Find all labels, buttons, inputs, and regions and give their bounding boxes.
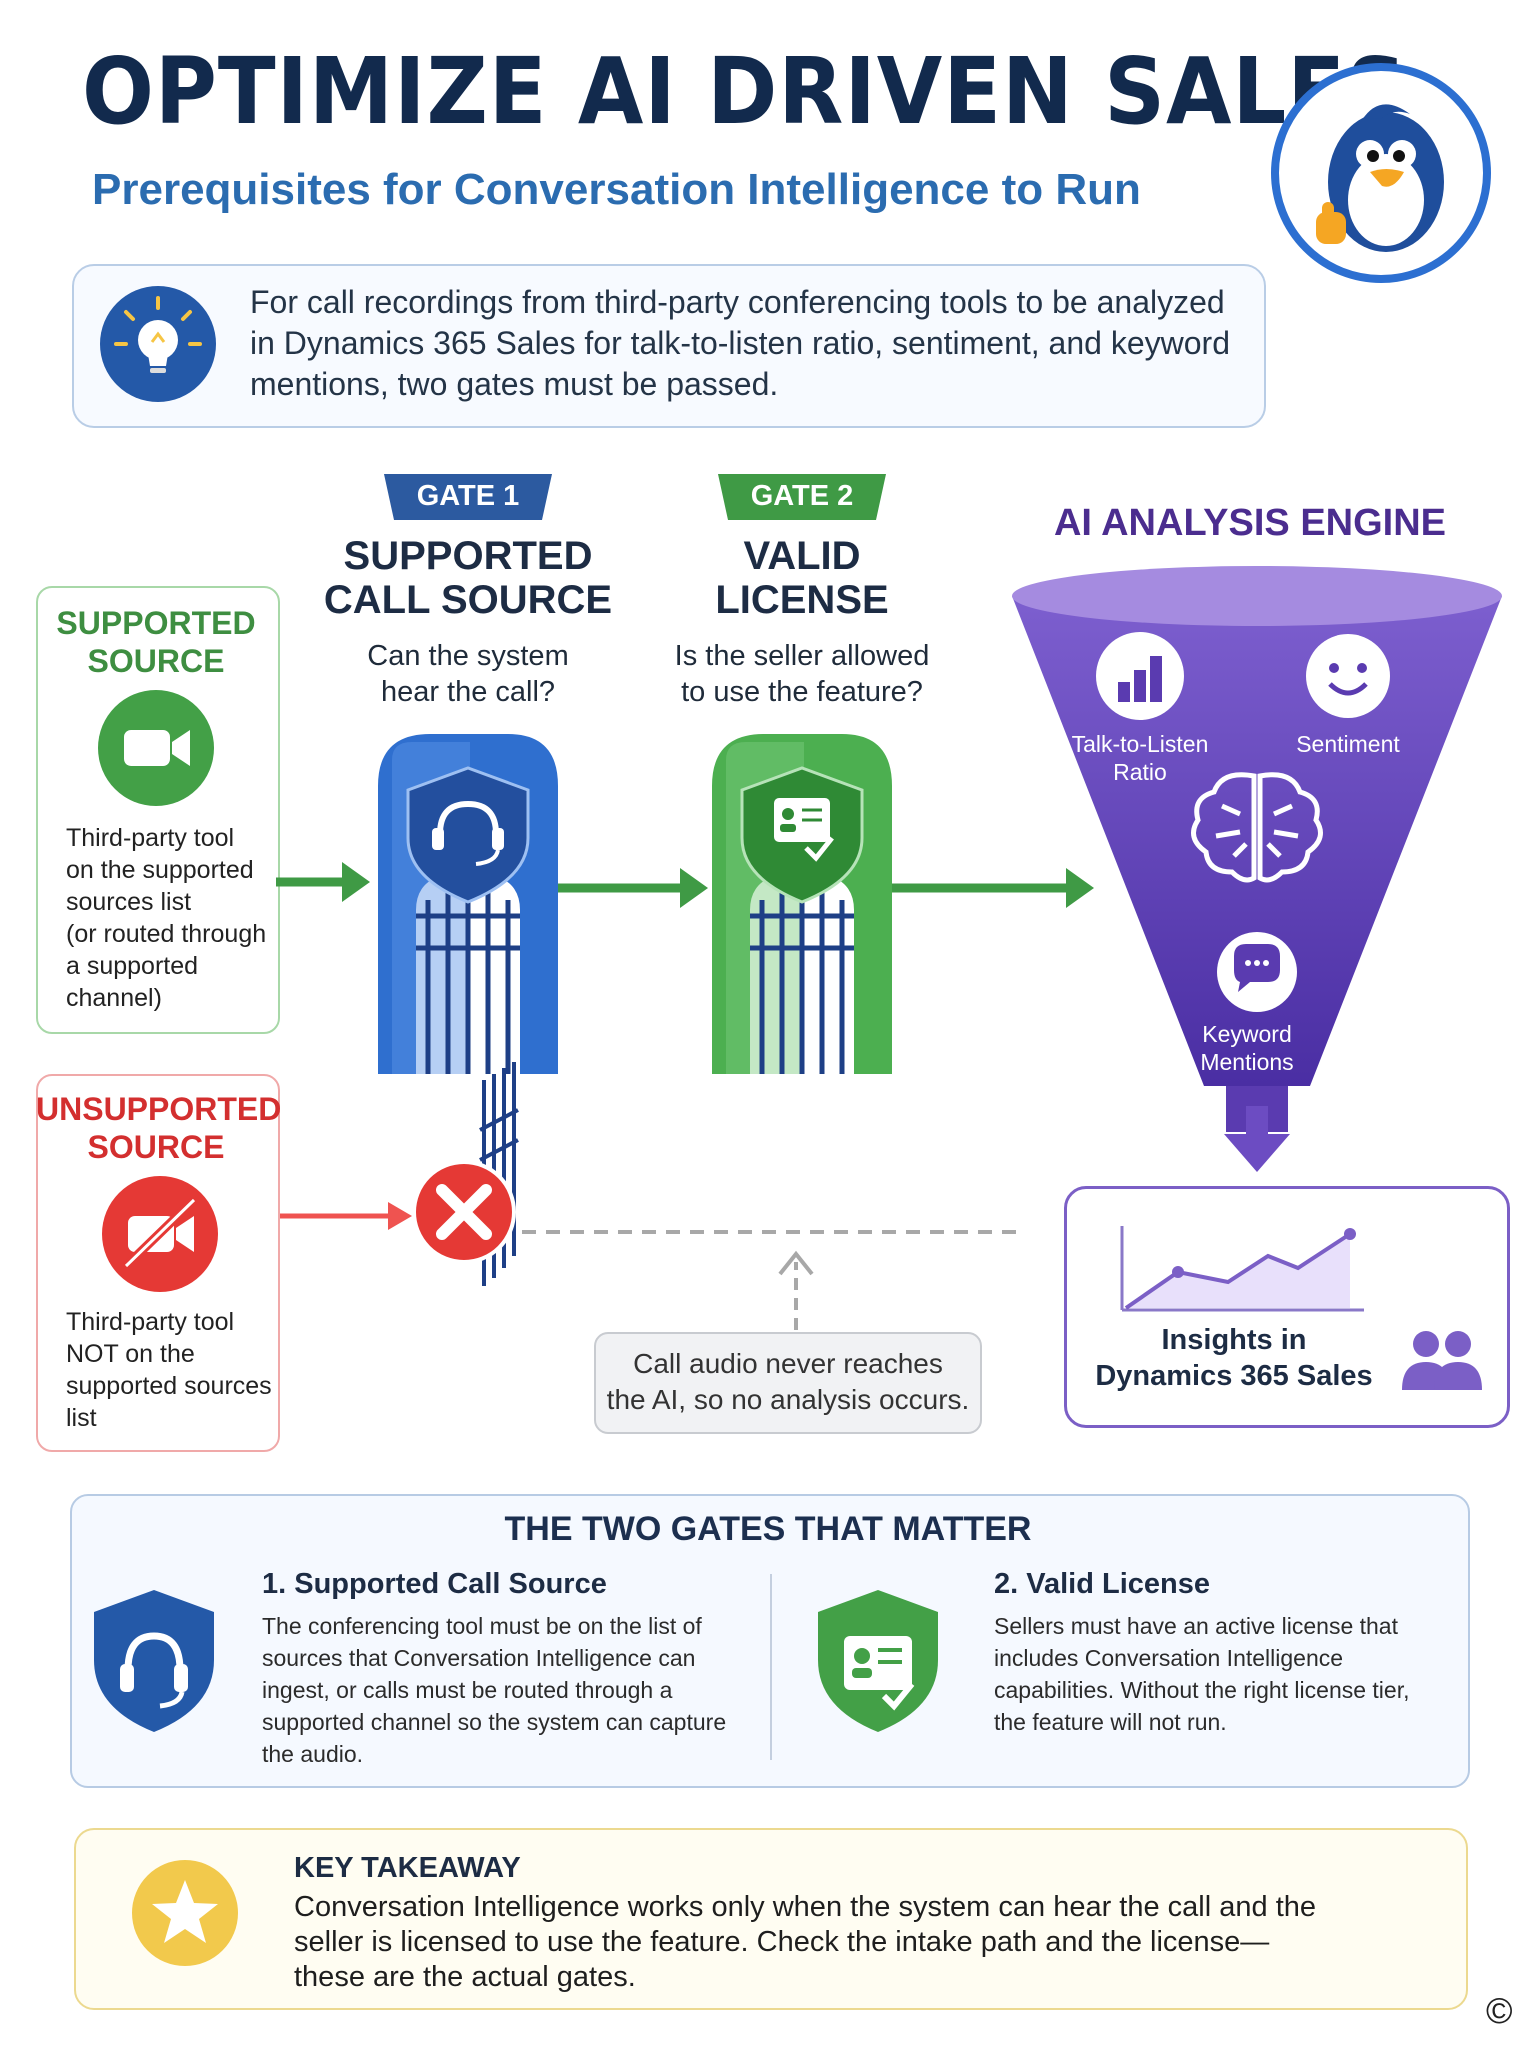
trend-line-chart-icon xyxy=(1120,1226,1364,1312)
gates-summary-heading: THE TWO GATES THAT MATTER xyxy=(504,1510,1032,1548)
video-camera-icon xyxy=(98,690,214,806)
gate1-summary-title: 1. Supported Call Source xyxy=(262,1568,607,1600)
intro-text: For call recordings from third-party con… xyxy=(250,284,1230,402)
supported-title-line2: SOURCE xyxy=(87,643,225,679)
gate1-question-line1: Can the system xyxy=(367,640,569,672)
penguin-mascot-logo xyxy=(1271,63,1491,283)
gate2-tag-badge xyxy=(718,474,886,520)
gate2-summary-desc: Sellers must have an active license that… xyxy=(994,1613,1410,1735)
license-shield-icon xyxy=(818,1590,938,1732)
gate2-title-line1: VALID xyxy=(743,534,861,578)
star-icon xyxy=(132,1860,238,1966)
unsupported-title-line1: UNSUPPORTED xyxy=(36,1091,282,1127)
takeaway-title: KEY TAKEAWAY xyxy=(294,1852,521,1884)
gate1-question-line2: hear the call? xyxy=(380,676,556,708)
gate2-title-line2: LICENSE xyxy=(715,578,889,622)
gate-flow-diagram xyxy=(276,734,1094,1330)
gate2-question-line2: to use the feature? xyxy=(681,676,923,708)
headset-shield-icon xyxy=(94,1590,214,1732)
intro-panel xyxy=(72,264,1266,428)
page-title: OPTIMIZE AI DRIVEN SALES xyxy=(82,38,1408,145)
gates-divider xyxy=(770,1574,772,1760)
sentiment-label: Sentiment xyxy=(1296,731,1400,757)
gate2-summary-title: 2. Valid License xyxy=(994,1568,1210,1600)
gate1-summary-desc: The conferencing tool must be on the lis… xyxy=(262,1613,727,1767)
no-analysis-note: Call audio never reaches the AI, so no a… xyxy=(594,1332,982,1434)
gate2-tag: GATE 2 xyxy=(750,480,854,512)
gate2-question-line1: Is the seller allowed xyxy=(674,640,930,672)
unsupported-title-line2: SOURCE xyxy=(87,1129,225,1165)
gate1-tag: GATE 1 xyxy=(416,480,520,512)
ai-funnel-graphic xyxy=(1012,566,1502,1172)
copyright-symbol: © xyxy=(1486,1990,1513,2031)
lightbulb-icon xyxy=(100,286,216,402)
video-off-icon xyxy=(102,1176,218,1292)
supported-source-panel xyxy=(36,586,280,1034)
engine-title: AI ANALYSIS ENGINE xyxy=(1053,502,1447,544)
key-takeaway-panel xyxy=(74,1828,1468,2010)
gate1-tag-badge xyxy=(384,474,552,520)
gate1-title-line2: CALL SOURCE xyxy=(323,578,613,622)
gate1-title-line1: SUPPORTED xyxy=(343,534,593,578)
supported-title-line1: SUPPORTED xyxy=(56,605,256,641)
takeaway-text: Conversation Intelligence works only whe… xyxy=(294,1891,1317,1993)
page-subtitle: Prerequisites for Conversation Intellige… xyxy=(92,165,1141,214)
users-icon xyxy=(1402,1331,1482,1390)
